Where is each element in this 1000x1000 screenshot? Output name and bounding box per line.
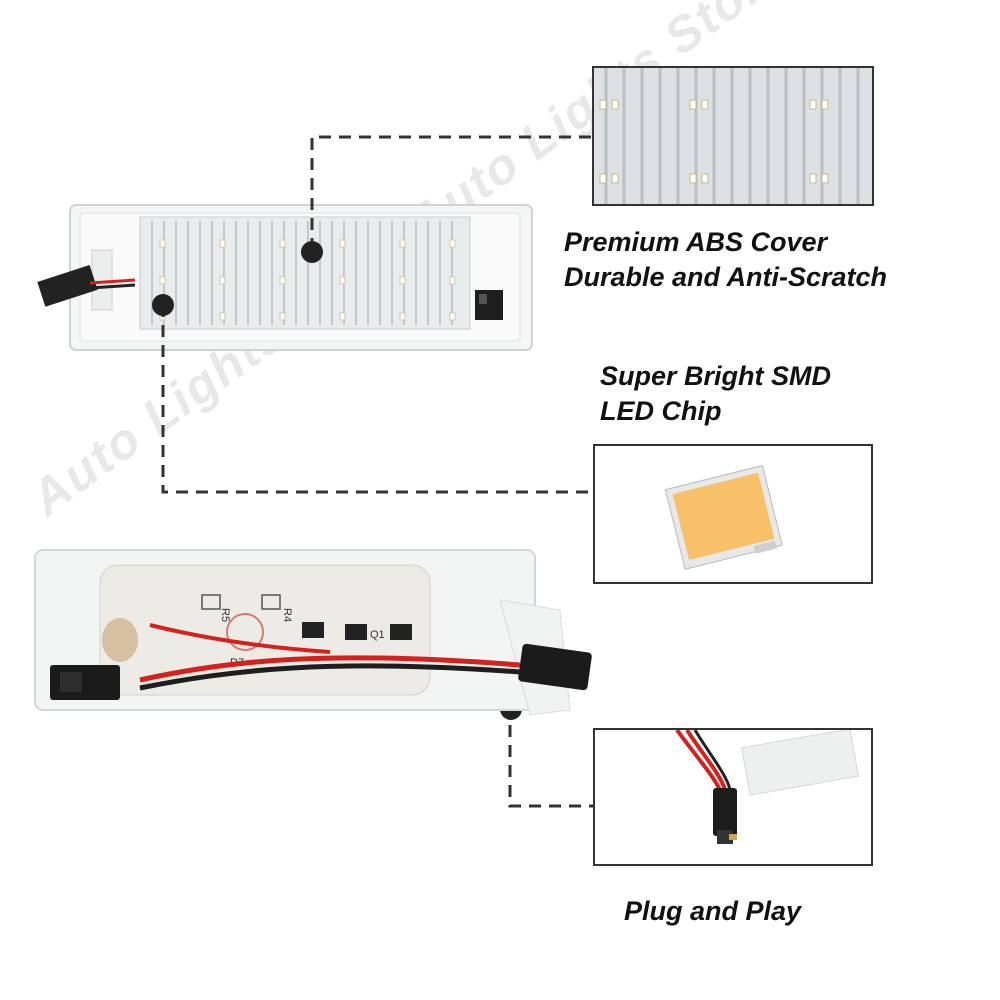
abs-cover-callout-line <box>310 135 592 250</box>
abs-cover-caption-line1: Premium ABS Cover <box>564 227 828 257</box>
plug-callout-line <box>508 705 594 808</box>
pcb-label-r5: R5 <box>219 608 231 622</box>
smd-caption-line2: LED Chip <box>600 396 722 426</box>
smd-chip-marker-dot <box>152 294 174 316</box>
abs-cover-caption-line2: Durable and Anti-Scratch <box>564 262 888 292</box>
plug-closeup-image <box>675 730 859 844</box>
plug-caption: Plug and Play <box>624 896 802 926</box>
smd-chip-frame <box>593 444 873 584</box>
smd-led-chip-image <box>664 464 783 570</box>
pcb-label-q1: Q1 <box>370 629 385 641</box>
plate-light-front-image <box>37 204 533 351</box>
pcb-label-r4: R4 <box>281 608 293 622</box>
abs-cover-marker-dot <box>301 241 323 263</box>
plug-closeup-frame <box>593 728 873 866</box>
smd-caption-line1: Super Bright SMD <box>600 361 832 391</box>
plate-light-back-image: R5 R4 R7 Q1 <box>34 549 592 716</box>
smd-chip-callout-line <box>161 305 594 494</box>
abs-cover-closeup-frame <box>592 66 874 206</box>
led-strip-closeup-image <box>594 68 872 204</box>
